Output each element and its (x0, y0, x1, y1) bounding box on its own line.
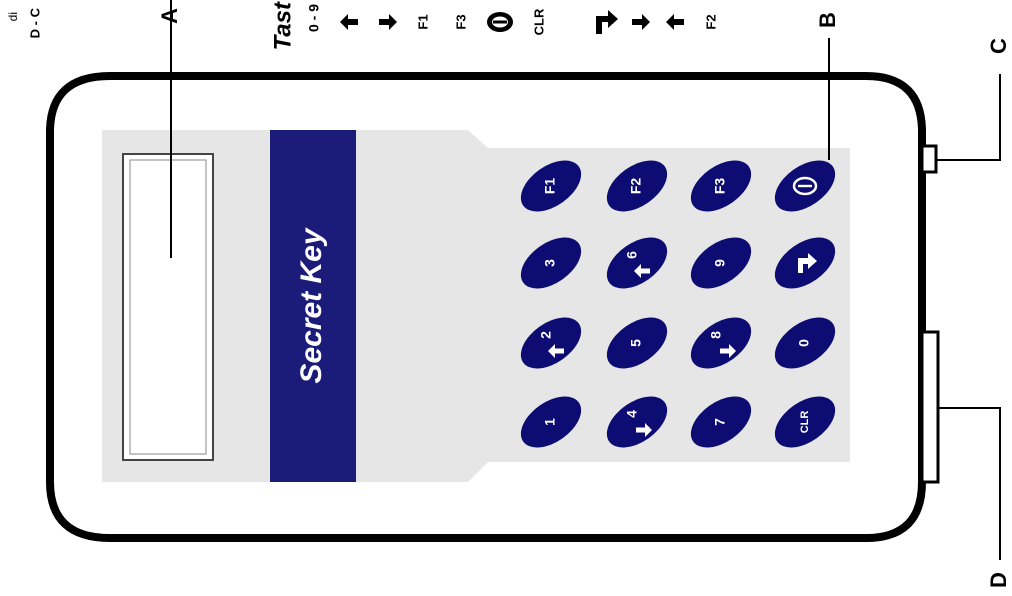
keypad-key-label: F2 (628, 178, 644, 195)
legend-digits: 0 - 9 (306, 4, 322, 32)
legend-arrow-down-icon (379, 14, 397, 30)
lcd-display (122, 153, 214, 461)
keypad-key[interactable]: 3 (512, 227, 591, 299)
arrow-up-icon (634, 264, 650, 278)
panel-notch-bottom (468, 462, 510, 482)
keypad-key[interactable]: 6 (598, 227, 677, 299)
arrow-down-icon (720, 344, 736, 358)
callout-label-d: D (986, 572, 1011, 588)
callout-label-c: C (986, 38, 1011, 54)
keypad-key[interactable]: F2 (598, 150, 677, 222)
keypad-key-label: F3 (712, 178, 728, 195)
side-connector-d (920, 330, 940, 484)
keypad-key-label: 6 (624, 251, 640, 259)
arrow-up-icon (548, 344, 564, 358)
keypad-key[interactable]: 2 (512, 307, 591, 379)
enter-icon (798, 253, 817, 273)
keypad-key[interactable]: 9 (682, 227, 761, 299)
keypad-key-label: 4 (624, 410, 640, 418)
legend-arrow-up-icon (340, 14, 358, 30)
callout-label-a: A (157, 8, 182, 24)
brand-band (270, 130, 356, 482)
keypad-key-label: 8 (708, 331, 724, 339)
legend-f3: F3 (453, 14, 468, 29)
callout-label-b: B (815, 12, 840, 28)
keypad-key-label: 9 (712, 259, 728, 267)
keypad-key[interactable]: F3 (682, 150, 761, 222)
keypad-key-label: 7 (712, 418, 728, 426)
legend-title: Tast (269, 1, 296, 50)
callout-line-c (936, 74, 1001, 161)
keypad-key[interactable] (766, 227, 845, 299)
keypad-key-label: 3 (542, 259, 558, 267)
legend-header-fragment: di (6, 12, 20, 21)
arrow-down-icon (636, 423, 652, 437)
keypad-key[interactable]: 5 (598, 307, 677, 379)
legend-power-icon (487, 12, 513, 32)
legend-clr: CLR (531, 8, 546, 35)
legend-arrow-up2-icon (666, 14, 684, 30)
keypad-key[interactable]: 8 (682, 307, 761, 379)
keypad-key[interactable]: 4 (598, 386, 677, 458)
keypad-key[interactable]: 0 (766, 307, 845, 379)
legend-f2: F2 (703, 14, 718, 29)
panel-notch-top (468, 130, 510, 148)
keypad-key-label: 2 (538, 331, 554, 339)
keypad-key[interactable]: 7 (682, 386, 761, 458)
legend-arrow-down2-icon (632, 14, 650, 30)
brand-label: Secret Key (295, 227, 328, 383)
callout-line-d (938, 407, 1001, 560)
keypad-key-label: 5 (628, 339, 644, 347)
keypad-key[interactable]: F1 (512, 150, 591, 222)
keypad-key-label: 0 (796, 339, 812, 347)
legend-enter-icon (596, 10, 618, 34)
keypad-key[interactable]: 1 (512, 386, 591, 458)
keypad-key[interactable] (766, 150, 845, 222)
legend-d-fragment: D - C (27, 7, 42, 38)
side-button-c[interactable] (920, 144, 938, 174)
legend-f1: F1 (415, 14, 430, 29)
power-icon (792, 176, 818, 196)
keypad-key-label: 1 (542, 418, 558, 426)
keypad-key-label: F1 (542, 178, 558, 195)
keypad-key-label: CLR (799, 411, 811, 434)
keypad-key[interactable]: CLR (766, 386, 845, 458)
